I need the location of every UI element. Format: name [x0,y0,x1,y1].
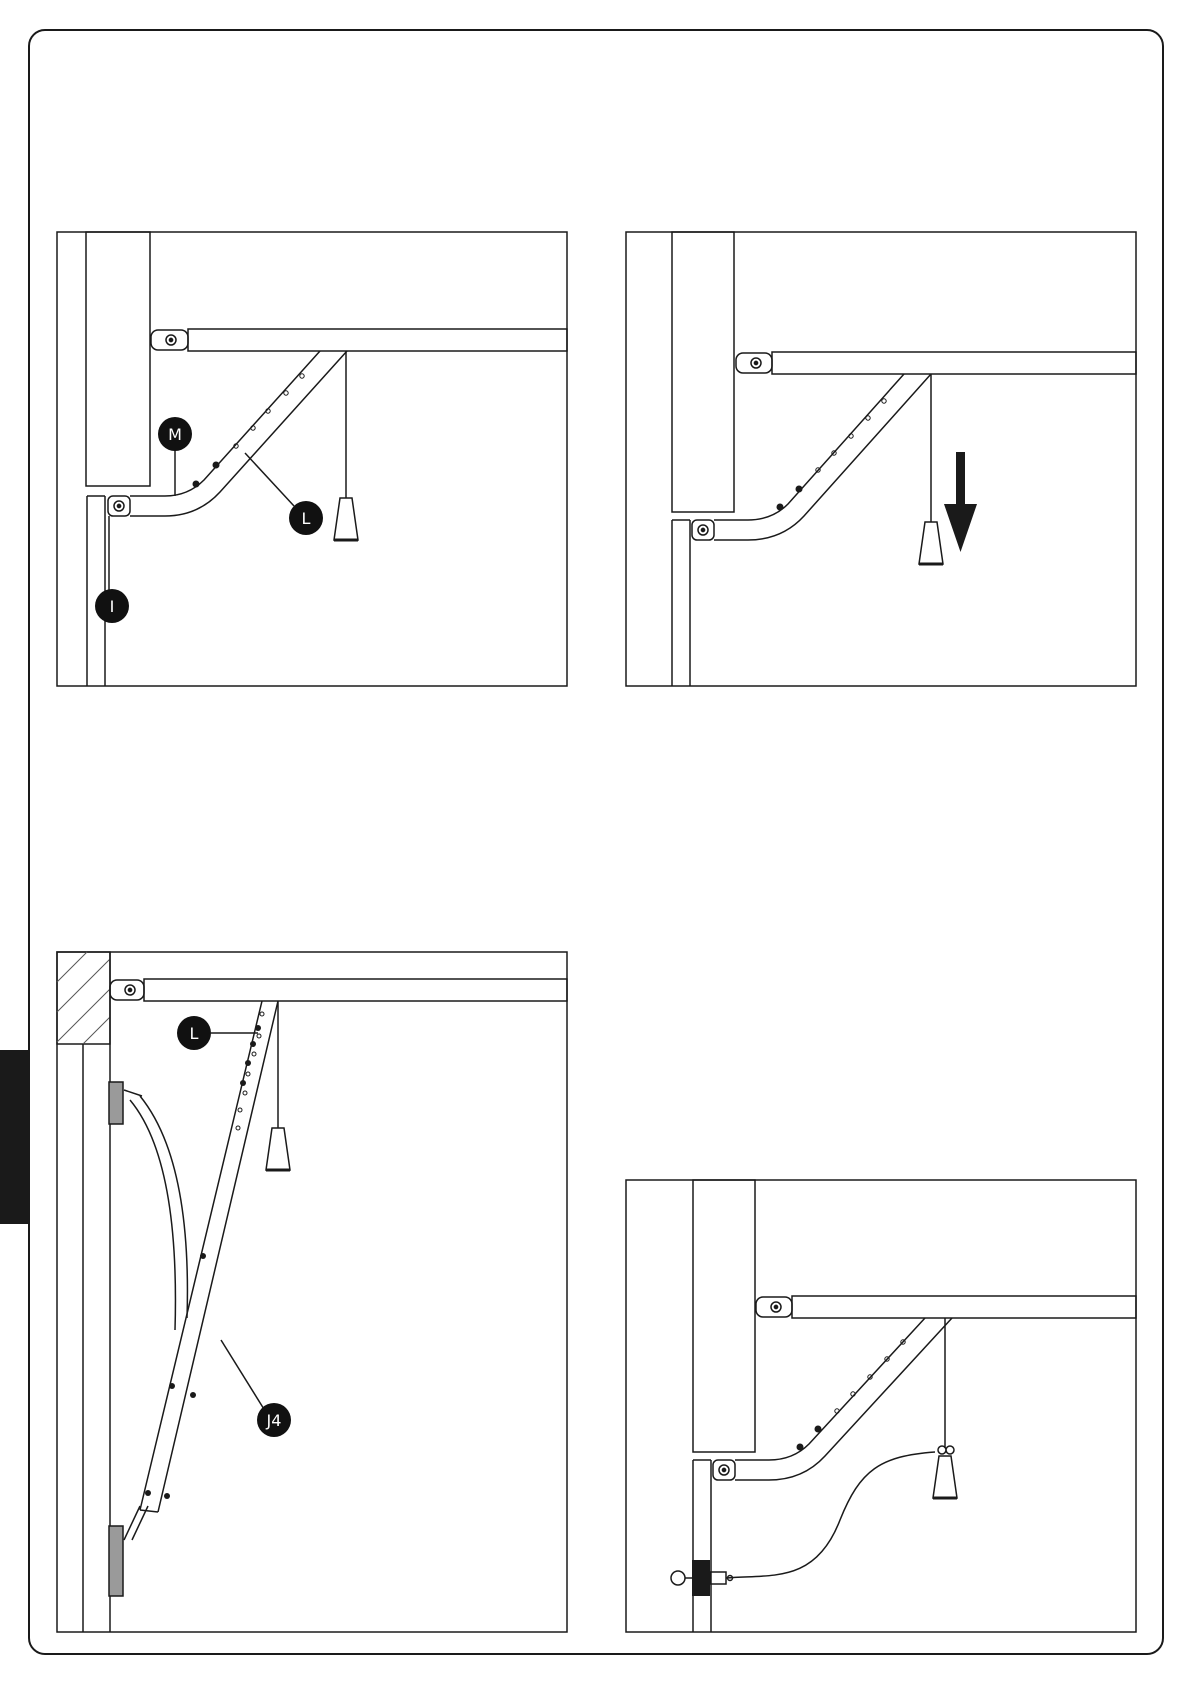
weight-icon [933,1456,957,1498]
svg-text:I: I [110,597,115,616]
callout-l: L [177,1016,211,1050]
callout-j4: J4 [257,1403,291,1437]
panel-bottom-left: L J4 [57,952,567,1632]
panel-frame [626,232,1136,686]
arm [714,374,931,540]
spring [130,1096,187,1330]
callout-m: M [158,417,192,451]
weight-icon [266,1128,290,1170]
svg-text:L: L [190,1024,199,1043]
arrow-down-icon [944,452,977,552]
weight-icon [334,498,358,540]
callout-i: I [95,589,129,623]
pillar [693,1180,755,1452]
page-frame [29,30,1163,1654]
key-icon [671,1560,733,1596]
panel-bottom-right [626,1180,1136,1632]
side-tab [0,1050,30,1224]
release-cable [726,1452,935,1578]
callout-l: L [289,501,323,535]
weight-icon [919,522,943,564]
svg-text:J4: J4 [266,1411,282,1430]
svg-text:M: M [168,425,182,444]
panel-top-right [626,232,1136,686]
arm [140,1001,278,1512]
pillar [86,232,150,486]
boom [772,352,1136,374]
wall-section [57,952,110,1044]
lower-pad [109,1526,123,1596]
panel-top-left: M L I [57,232,567,686]
boom [188,329,567,351]
boom [792,1296,1136,1318]
panel-frame [57,232,567,686]
boom [144,979,567,1001]
panel-frame [57,952,567,1632]
boom-hinge [110,980,144,1000]
upper-pad [109,1082,123,1124]
arm [735,1318,952,1480]
svg-text:L: L [302,509,311,528]
pillar [672,232,734,512]
